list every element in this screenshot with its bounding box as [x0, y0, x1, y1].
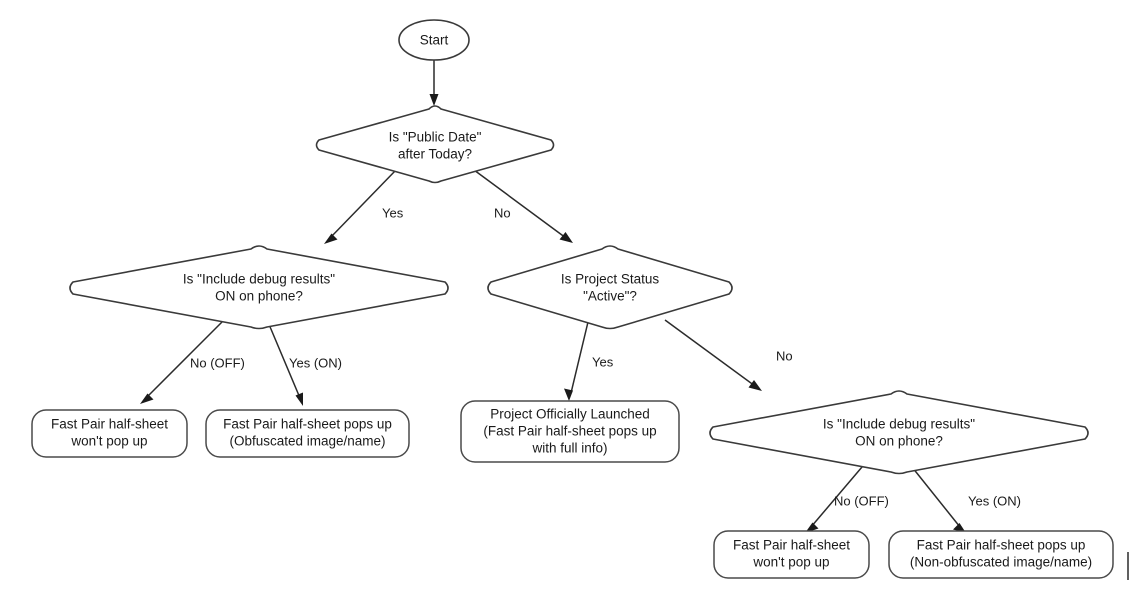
node-right-on-line2: (Non-obfuscated image/name)	[910, 555, 1092, 570]
node-launched-result[interactable]: Project Officially Launched (Fast Pair h…	[460, 400, 680, 463]
node-right-off-line1: Fast Pair half-sheet	[733, 538, 850, 553]
edge-debug-right-on	[911, 466, 966, 533]
edge-label-debug-left-off: No (OFF)	[190, 355, 245, 370]
edge-label-project-status-yes: Yes	[592, 354, 614, 369]
node-right-on-line1: Fast Pair half-sheet pops up	[917, 538, 1086, 553]
edge-label-debug-right-on: Yes (ON)	[968, 493, 1021, 508]
node-project-status-line2: "Active"?	[583, 289, 637, 304]
node-right-off-result[interactable]: Fast Pair half-sheet won't pop up	[713, 530, 870, 579]
node-launched-line2: (Fast Pair half-sheet pops up	[483, 424, 656, 439]
edge-debug-left-on	[267, 321, 303, 406]
edge-project-status-yes	[564, 321, 589, 401]
edge-public-date-yes	[324, 169, 397, 244]
node-debug-right-line1: Is "Include debug results"	[823, 417, 975, 432]
edge-label-public-date-no: No	[494, 205, 511, 220]
node-debug-left-line1: Is "Include debug results"	[183, 272, 335, 287]
node-debug-right-line2: ON on phone?	[855, 434, 943, 449]
node-launched-line3: with full info)	[531, 441, 607, 456]
node-left-off-result[interactable]: Fast Pair half-sheet won't pop up	[31, 409, 188, 458]
node-project-status-line1: Is Project Status	[561, 272, 660, 287]
edge-label-public-date-yes: Yes	[382, 205, 404, 220]
node-right-off-line2: won't pop up	[752, 555, 829, 570]
edge-label-debug-right-off: No (OFF)	[834, 493, 889, 508]
edge-start-to-public-date	[429, 60, 439, 106]
node-launched-line1: Project Officially Launched	[490, 407, 650, 422]
edge-label-project-status-no: No	[776, 348, 793, 363]
node-left-on-line2: (Obfuscated image/name)	[229, 434, 385, 449]
node-public-date-line1: Is "Public Date"	[389, 130, 482, 145]
node-public-date-line2: after Today?	[398, 147, 472, 162]
node-start-label: Start	[420, 33, 449, 48]
edge-project-status-no	[664, 319, 762, 391]
node-right-on-result[interactable]: Fast Pair half-sheet pops up (Non-obfusc…	[888, 530, 1114, 579]
node-public-date-decision[interactable]: Is "Public Date" after Today?	[315, 105, 555, 184]
node-left-off-line1: Fast Pair half-sheet	[51, 417, 168, 432]
edge-label-debug-left-on: Yes (ON)	[289, 355, 342, 370]
node-left-on-line1: Fast Pair half-sheet pops up	[223, 417, 392, 432]
node-debug-right-decision[interactable]: Is "Include debug results" ON on phone?	[709, 390, 1089, 475]
node-debug-left-line2: ON on phone?	[215, 289, 303, 304]
node-left-off-line2: won't pop up	[70, 434, 147, 449]
node-left-on-result[interactable]: Fast Pair half-sheet pops up (Obfuscated…	[205, 409, 410, 458]
node-start[interactable]: Start	[398, 19, 470, 61]
node-debug-left-decision[interactable]: Is "Include debug results" ON on phone?	[69, 245, 449, 330]
edge-public-date-no	[473, 169, 573, 243]
node-project-status-decision[interactable]: Is Project Status "Active"?	[487, 245, 733, 330]
edge-debug-left-off	[140, 321, 223, 404]
